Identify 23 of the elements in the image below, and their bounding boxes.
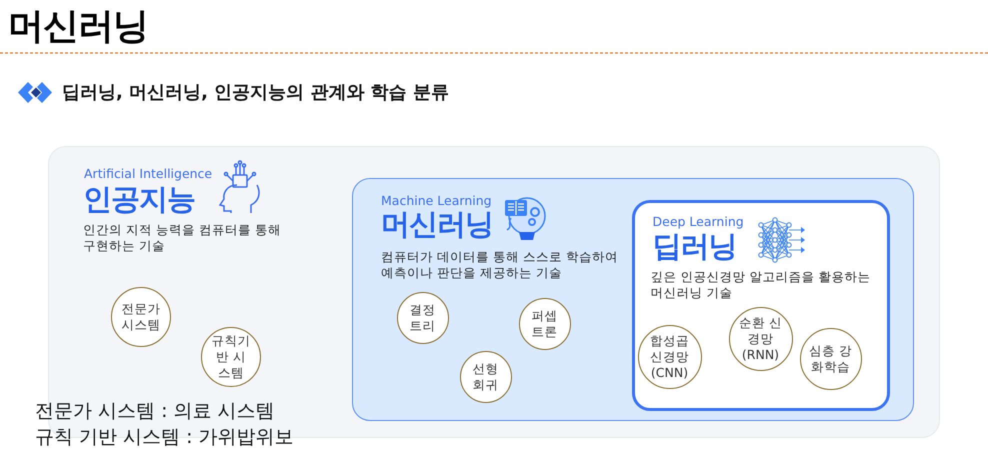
note-text: 전문가 시스템 : 의료 시스템 (35, 399, 275, 424)
korean-heading: 딥러닝 (652, 228, 736, 264)
term-circle: 퍼셉 트론 (518, 298, 570, 350)
english-heading: Deep Learning (652, 214, 744, 228)
term-circle: 전문가 시스템 (111, 287, 171, 347)
korean-heading: 머신러닝 (381, 207, 493, 243)
section-heading: 딥러닝, 머신러닝, 인공지능의 관계와 학습 분류 (62, 81, 450, 104)
english-heading: Artificial Intelligence (84, 166, 212, 181)
term-circle: 순환 신경망 (RNN) (728, 306, 792, 370)
term-circle: 선형 회귀 (460, 350, 512, 402)
term-circle: 결정 트리 (396, 292, 448, 344)
term-circle: 심층 강화학습 (800, 328, 862, 390)
term-circle: 합성곱 신경망 (CNN) (638, 324, 702, 388)
description: 인간의 지적 능력을 컴퓨터를 통해 구현하는 기술 (83, 222, 282, 254)
description: 컴퓨터가 데이터를 통해 스스로 학습하여 예측이나 판단을 제공하는 기술 (381, 249, 619, 281)
page-title: 머신러닝 (8, 5, 148, 49)
category-panel (352, 178, 914, 421)
term-circle: 규칙기반 시스템 (201, 327, 261, 387)
english-heading: Machine Learning (381, 193, 492, 208)
note-text: 규칙 기반 시스템 : 가위밥위보 (35, 425, 294, 450)
description: 깊은 인공신경망 알고리즘을 활용하는 머신러닝 기술 (650, 268, 872, 300)
category-panel (632, 200, 890, 410)
korean-heading: 인공지능 (83, 181, 195, 218)
